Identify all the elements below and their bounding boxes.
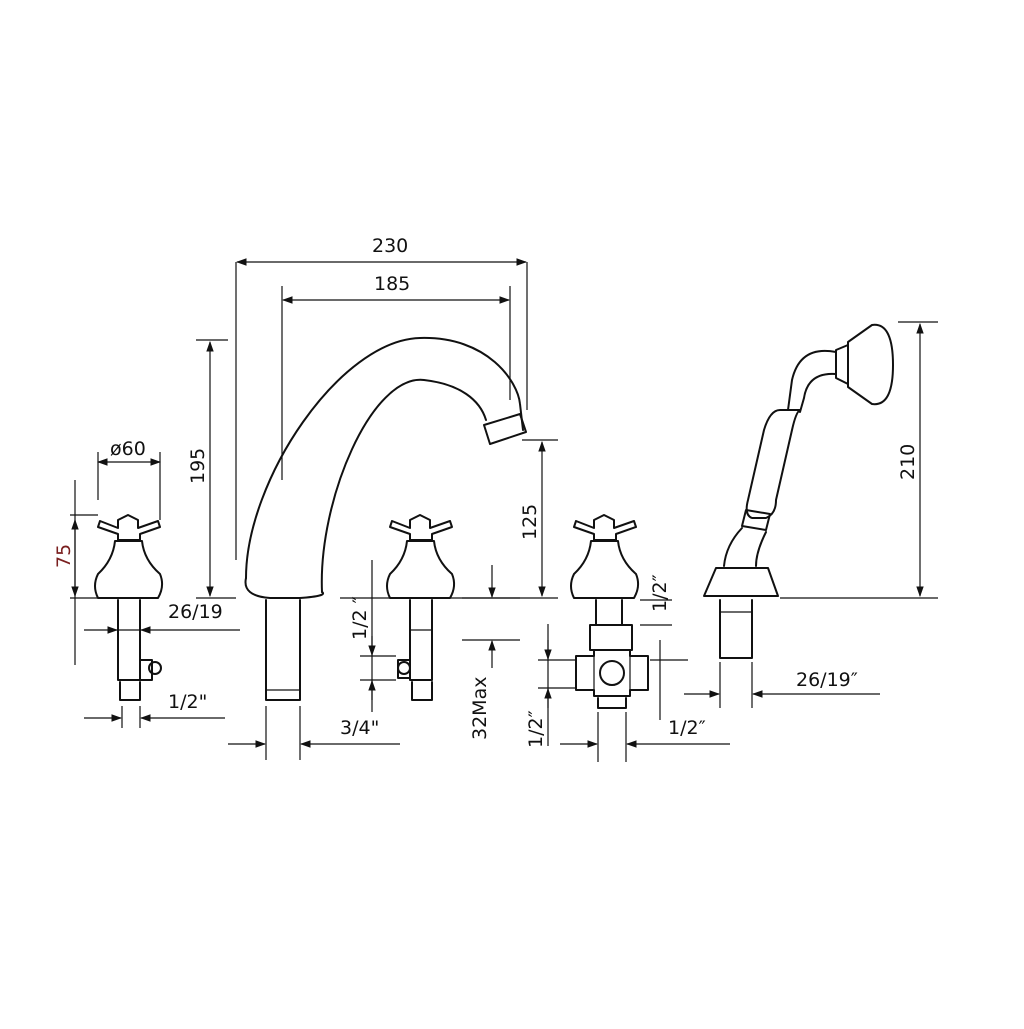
label-spout-outlet-height: 125	[519, 504, 541, 540]
dim-shower-shank: 26/19″	[684, 662, 880, 708]
spout	[244, 336, 527, 701]
dim-handle-shank: 26/19	[84, 601, 240, 634]
label-diverter-inlet-side: 1/2″	[525, 710, 547, 748]
label-spout-shank-thread: 3/4"	[340, 717, 379, 739]
label-spout-overall-width: 230	[372, 235, 408, 257]
label-handle-shank-thread: 26/19	[168, 601, 223, 623]
label-spout-reach: 185	[374, 273, 410, 295]
dim-spout-reach: 185	[281, 273, 511, 480]
label-shower-shank-thread: 26/19″	[796, 669, 858, 691]
dim-deck-thickness: 32Max	[462, 565, 520, 740]
label-spout-height: 195	[187, 448, 209, 484]
dim-spout-shank: 3/4"	[228, 706, 400, 760]
dim-diverter-top: 1/2″	[640, 574, 672, 626]
label-diverter-outlet: 1/2″	[668, 717, 706, 739]
dim-middle-valve-thread: 1/2 ″	[349, 560, 396, 712]
label-diverter-thread-top: 1/2″	[649, 574, 671, 612]
label-shower-height: 210	[897, 444, 919, 480]
dim-diverter-bottom: 1/2″	[560, 712, 730, 762]
middle-handle-valve	[386, 514, 456, 701]
hand-shower	[703, 323, 894, 659]
label-handle-diameter: ø60	[110, 438, 146, 460]
dim-diverter-side: 1/2″	[525, 624, 576, 748]
dim-spout-height: 195	[187, 339, 236, 599]
label-valve-thread-middle: 1/2 ″	[349, 596, 371, 640]
dim-spout-outlet: 125	[340, 439, 558, 599]
label-valve-inlet-left: 1/2"	[168, 691, 207, 713]
left-handle-valve	[94, 514, 164, 701]
diverter-handle-valve	[570, 514, 649, 709]
dim-handle-height: 75	[53, 480, 100, 665]
dim-shower-height: 210	[780, 321, 938, 599]
dim-diverter-outlet-horizontal	[650, 640, 688, 720]
dim-spout-width: 230	[235, 235, 528, 560]
label-handle-height: 75	[53, 544, 75, 568]
dim-handle-diameter: ø60	[96, 438, 162, 520]
label-deck-thickness: 32Max	[469, 677, 491, 740]
dim-left-inlet: 1/2"	[84, 691, 225, 728]
